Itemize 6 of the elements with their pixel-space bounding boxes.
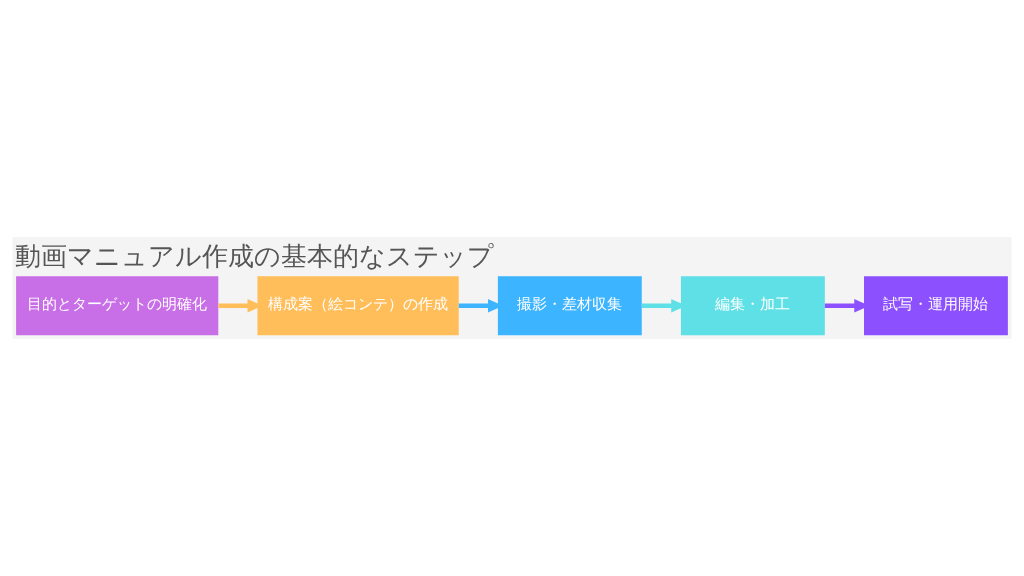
node-box: 試写・運用開始: [864, 276, 1008, 336]
node-box: 撮影・差材収集: [497, 276, 642, 336]
node-box: 目的とターゲットの明確化: [16, 276, 219, 336]
node-box: 編集・加工: [680, 276, 825, 336]
node-box: 構成案（絵コンテ）の作成: [257, 276, 459, 336]
diagram-title: 動画マニュアル作成の基本的なステップ: [15, 240, 495, 271]
